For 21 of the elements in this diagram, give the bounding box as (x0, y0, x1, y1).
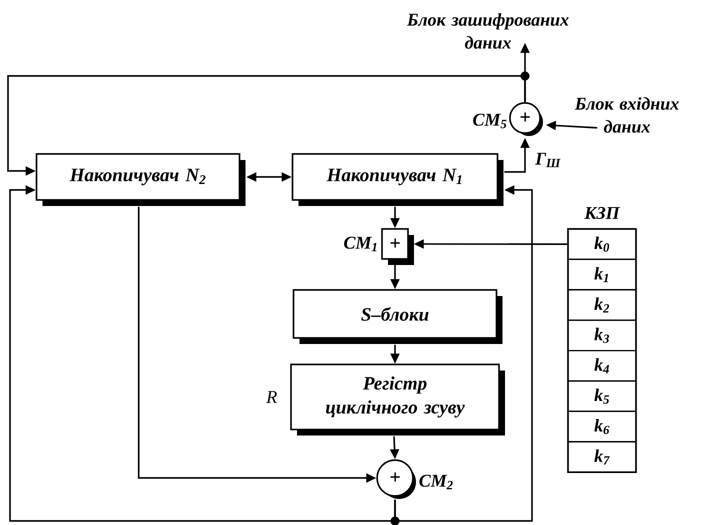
key-cell: k$_{3}$ (567, 320, 637, 352)
node-label: КЗП (584, 206, 620, 220)
key-cell: k$_{1}$ (567, 258, 637, 290)
accumulator-box: Накопичувач N$_{1}$ (292, 153, 504, 206)
key-cell: k$_{5}$ (567, 380, 637, 412)
output-label: Блок зашифрованих даних (406, 13, 569, 49)
node-label: СМ$_{5}$ (473, 114, 506, 128)
accumulator-box: Накопичувач N$_{2}$ (36, 153, 246, 206)
node-label: СМ$_{1}$ (344, 236, 376, 252)
node-label: R (266, 391, 277, 403)
key-cell: k$_{7}$ (567, 441, 637, 473)
key-cell: k$_{4}$ (567, 350, 637, 382)
key-cell: k$_{2}$ (567, 289, 637, 321)
edge-label: Г$_{Ш}$ (534, 152, 562, 168)
s-block-box: S–блоки (292, 289, 502, 344)
shift-register-box: Регістр циклічного зсуву (290, 364, 505, 436)
key-cell: k$_{0}$ (567, 228, 637, 260)
key-cell: k$_{6}$ (567, 410, 637, 442)
adder-box: + (381, 228, 414, 265)
input-label: Блок вхідних даних (574, 97, 679, 133)
node-label: СМ$_{2}$ (419, 474, 453, 490)
